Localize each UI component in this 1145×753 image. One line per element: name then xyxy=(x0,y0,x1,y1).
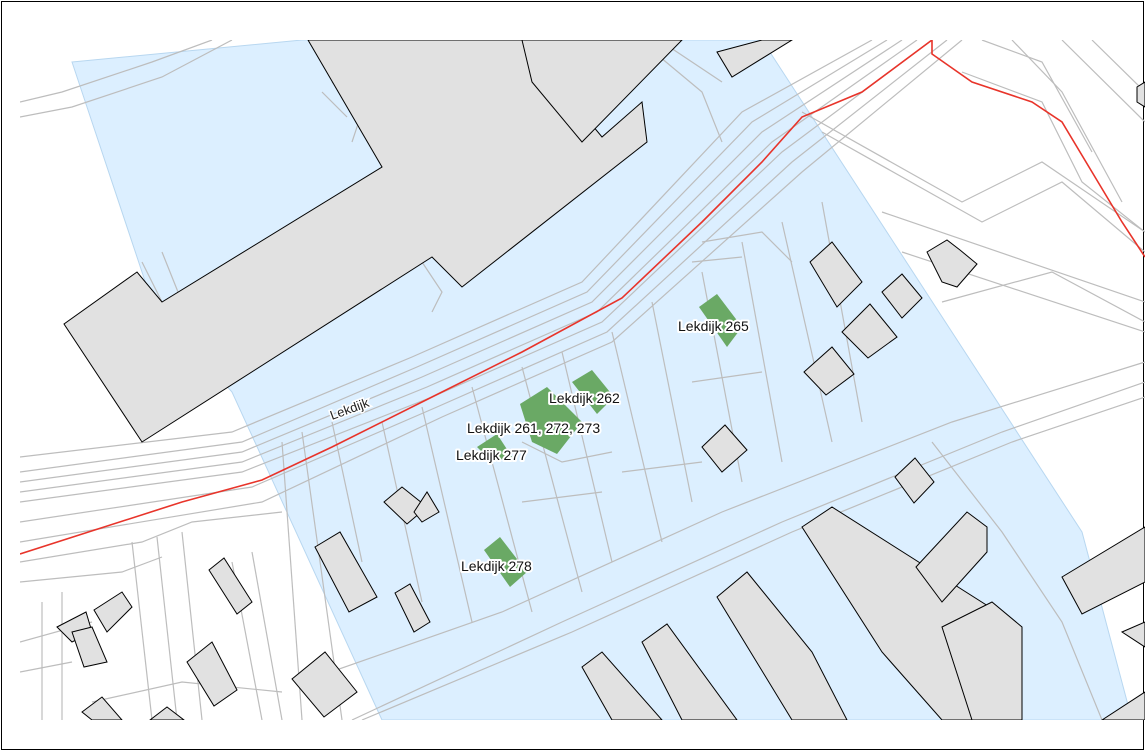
highlighted-parcels xyxy=(477,294,742,587)
parcel-261-272-273 xyxy=(520,387,582,454)
label-lekdijk-265[interactable]: Lekdijk 265 xyxy=(676,316,751,336)
boundary-line xyxy=(20,40,1145,555)
building-large-north xyxy=(63,40,648,443)
parcel-277 xyxy=(477,434,512,462)
label-lekdijk-277[interactable]: Lekdijk 277 xyxy=(454,445,529,465)
label-lekdijk-278[interactable]: Lekdijk 278 xyxy=(459,556,534,576)
parcel-265 xyxy=(699,294,742,347)
label-lekdijk-261-272-273[interactable]: Lekdijk 261, 272, 273 xyxy=(465,418,602,438)
buildings xyxy=(56,40,1145,720)
base-lines xyxy=(20,40,1145,720)
building-north-2 xyxy=(521,40,683,143)
parcel-262 xyxy=(572,370,614,414)
label-lekdijk-262[interactable]: Lekdijk 262 xyxy=(547,388,622,408)
parcel-278 xyxy=(484,537,527,587)
